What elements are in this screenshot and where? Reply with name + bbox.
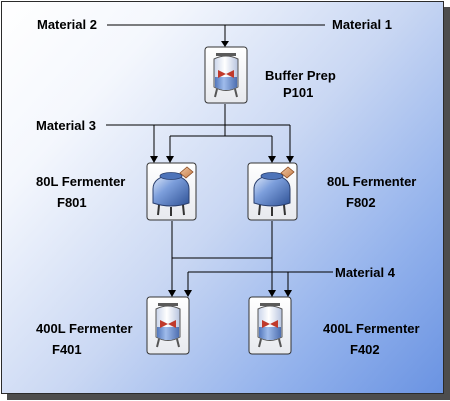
m4-to-f402-arrow (284, 290, 292, 297)
fermenter-f401-vessel[interactable] (146, 296, 190, 355)
p101-feed-arrow (221, 41, 229, 47)
material-4-label: Material 4 (335, 265, 396, 280)
p101-name-label: Buffer Prep (265, 68, 336, 83)
f401-name-label: 400L Fermenter (36, 321, 133, 336)
fermenter-f801-vessel[interactable] (146, 162, 197, 221)
f801-to-f401-arrow (168, 290, 176, 297)
f802-id-label: F802 (346, 195, 376, 210)
mixing-tank-icon (213, 53, 239, 98)
p101-to-f802-arrow (268, 156, 276, 163)
material-3-label: Material 3 (36, 118, 96, 133)
material-2-label: Material 2 (37, 17, 97, 32)
p101-to-f801-arrow (166, 156, 174, 163)
f801-id-label: F801 (57, 195, 87, 210)
mixing-tank-icon (257, 303, 283, 348)
fermenter-vessel-icon (152, 166, 194, 216)
buffer-prep-p101-vessel[interactable] (204, 46, 248, 104)
f402-name-label: 400L Fermenter (323, 321, 420, 336)
f802-name-label: 80L Fermenter (327, 174, 416, 189)
f801-name-label: 80L Fermenter (36, 174, 125, 189)
m4-to-f401-arrow (184, 290, 192, 297)
material-1-label: Material 1 (332, 17, 392, 32)
f402-id-label: F402 (350, 342, 380, 357)
f802-to-f402-arrow (268, 290, 276, 297)
fermenter-f402-vessel[interactable] (248, 296, 292, 355)
f401-id-label: F401 (52, 342, 82, 357)
p101-id-label: P101 (283, 85, 313, 100)
mixing-tank-icon (155, 303, 181, 348)
flow-lines (106, 24, 333, 297)
fermenter-vessel-icon (253, 166, 295, 216)
m3-to-f802-arrow (286, 156, 294, 163)
fermenter-f802-vessel[interactable] (247, 162, 298, 221)
m3-to-f801-arrow (150, 156, 158, 163)
